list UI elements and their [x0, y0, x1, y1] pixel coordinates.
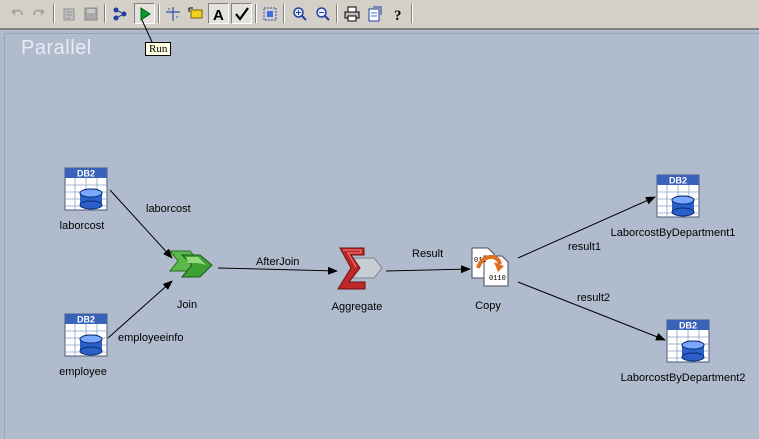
canvas-border	[4, 33, 759, 439]
svg-text:?: ?	[394, 8, 402, 22]
run-icon[interactable]	[134, 3, 155, 24]
stage-join[interactable]	[168, 247, 216, 288]
save-icon[interactable]	[80, 3, 101, 24]
svg-text:A: A	[213, 7, 224, 22]
validate-icon[interactable]	[231, 3, 252, 24]
db2-table-icon: DB2	[64, 167, 108, 211]
db2-badge: DB2	[77, 315, 95, 325]
link-icon[interactable]	[109, 3, 130, 24]
stage-employee[interactable]: DB2	[64, 313, 108, 362]
stage-copy[interactable]: 011 0110	[470, 246, 516, 295]
db2-table-icon: DB2	[64, 313, 108, 357]
stage-label-employee: employee	[59, 366, 107, 378]
zoom-in-icon[interactable]	[289, 3, 310, 24]
help-icon[interactable]: ?	[387, 3, 408, 24]
link-label-laborcost: laborcost	[146, 203, 191, 215]
link-label-employeeinfo: employeeinfo	[118, 332, 184, 344]
toolbar-separator	[53, 4, 55, 23]
db2-badge: DB2	[77, 169, 95, 179]
link-label-afterjoin: AfterJoin	[256, 256, 300, 268]
stage-label-copy: Copy	[475, 300, 501, 312]
toolbar-separator	[158, 4, 160, 23]
tooltip-pointer	[141, 19, 153, 43]
copy-icon: 011 0110	[471, 247, 509, 287]
stage-label-join: Join	[176, 299, 198, 311]
link-laborcost[interactable]	[109, 189, 173, 259]
stage-laborcost-by-department2[interactable]: DB2	[666, 319, 710, 368]
grid-icon[interactable]	[162, 3, 183, 24]
db2-badge: DB2	[679, 321, 697, 331]
redo-icon[interactable]	[28, 3, 49, 24]
link-employeeinfo[interactable]	[107, 280, 173, 339]
undo-icon[interactable]	[6, 3, 27, 24]
db2-table-icon: DB2	[656, 174, 700, 218]
link-label-result1: result1	[568, 241, 602, 253]
toolbar-separator	[411, 4, 413, 23]
toolbar-separator	[255, 4, 257, 23]
run-tooltip: Run	[145, 42, 172, 56]
link-label-result2: result2	[577, 292, 611, 304]
stage-label-laborcost-by-department2: LaborcostByDepartment2	[620, 372, 746, 384]
zoom-out-icon[interactable]	[312, 3, 333, 24]
select-icon[interactable]	[259, 3, 280, 24]
link-result[interactable]	[385, 265, 471, 274]
toolbar-separator	[283, 4, 285, 23]
db2-table-icon: DB2	[666, 319, 710, 363]
stage-laborcost-by-department1[interactable]: DB2	[656, 174, 700, 223]
sigma-icon	[337, 247, 383, 290]
link-result2[interactable]	[517, 281, 666, 341]
join-arrow-icon	[168, 250, 213, 278]
snap-icon[interactable]	[185, 3, 206, 24]
annotation-icon[interactable]: A	[208, 3, 229, 24]
stage-label-laborcost: laborcost	[59, 220, 105, 232]
link-result1[interactable]	[517, 196, 656, 259]
stage-aggregate[interactable]	[334, 246, 384, 297]
stage-label-laborcost-by-department1: LaborcostByDepartment1	[610, 227, 736, 239]
canvas-title: Parallel	[21, 37, 92, 59]
job-canvas[interactable]	[0, 29, 759, 439]
toolbar-separator	[336, 4, 338, 23]
toolbar-separator	[104, 4, 106, 23]
link-label-result: Result	[412, 248, 444, 260]
link-afterjoin[interactable]	[217, 266, 338, 275]
compile-icon[interactable]	[58, 3, 79, 24]
stage-label-aggregate: Aggregate	[331, 301, 383, 313]
stage-laborcost[interactable]: DB2	[64, 167, 108, 216]
toolbar: A ?	[0, 0, 759, 29]
db2-badge: DB2	[669, 176, 687, 186]
copy-bits-2: 0110	[489, 275, 506, 283]
print-icon[interactable]	[341, 3, 362, 24]
properties-icon[interactable]	[364, 3, 385, 24]
